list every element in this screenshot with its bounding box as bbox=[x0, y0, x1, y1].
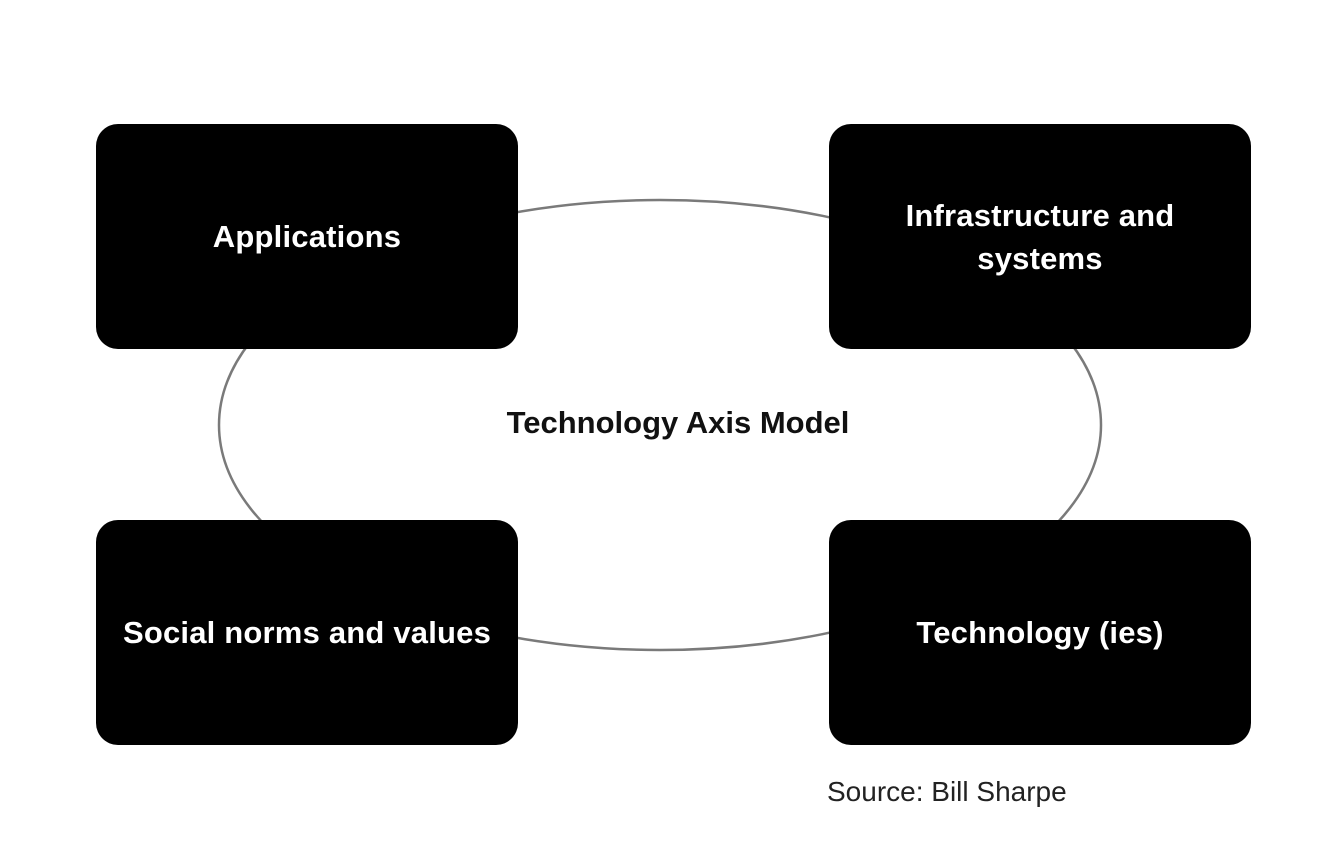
diagram-title: Technology Axis Model bbox=[506, 405, 850, 440]
cycle-ellipse bbox=[217, 198, 1103, 652]
node-technology: Technology (ies) bbox=[829, 520, 1251, 745]
node-infrastructure-and-systems: Infrastructure and systems bbox=[829, 124, 1251, 349]
node-applications-label: Applications bbox=[212, 219, 402, 254]
node-social-label: Social norms and values bbox=[122, 615, 492, 650]
node-applications: Applications bbox=[96, 124, 518, 349]
source-credit: Source: Bill Sharpe bbox=[827, 776, 1067, 807]
node-social-norms-and-values: Social norms and values bbox=[96, 520, 518, 745]
node-infrastructure-label: Infrastructure and systems bbox=[905, 197, 1175, 276]
node-technology-label: Technology (ies) bbox=[916, 615, 1164, 650]
